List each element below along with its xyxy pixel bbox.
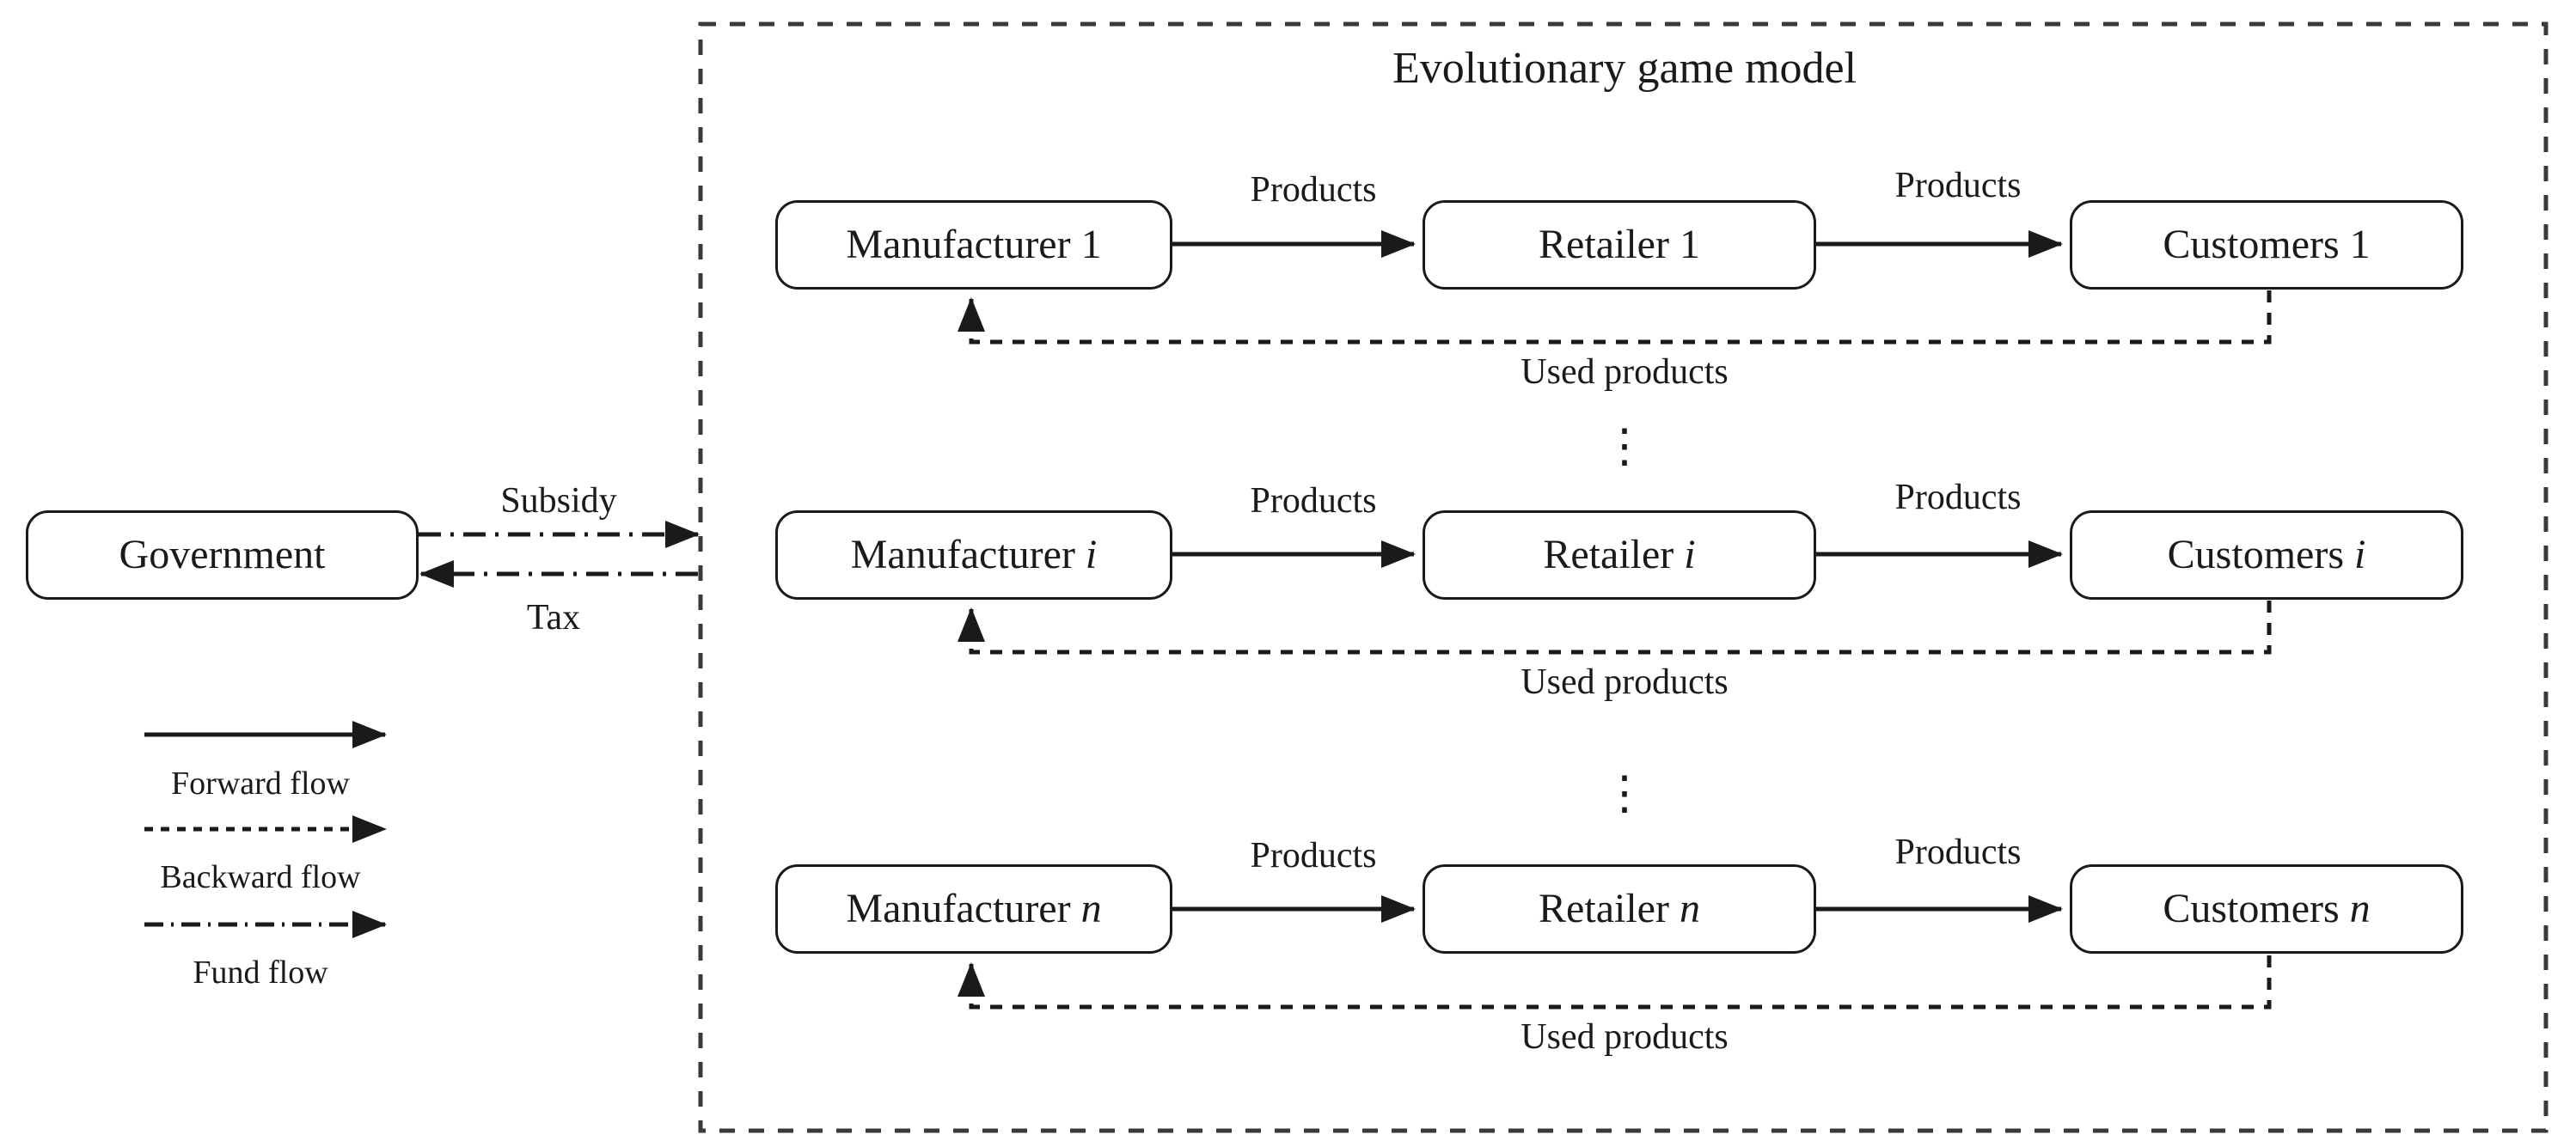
node-customers-i[interactable]: Customers i	[2070, 510, 2463, 600]
label-products-r1-c1: Products	[1894, 166, 2022, 205]
container-title: Evolutionary game model	[1392, 44, 1857, 93]
label-products-ri-ci: Products	[1894, 478, 2022, 517]
label-products-mi-ri: Products	[1250, 481, 1377, 521]
vertical-ellipsis-bottom: ⋮	[1601, 767, 1648, 819]
node-customers-n[interactable]: Customers n	[2070, 864, 2463, 954]
label-used-products-row-3: Used products	[1521, 1017, 1729, 1057]
node-retailer-1[interactable]: Retailer 1	[1423, 200, 1816, 290]
label-products-mn-rn: Products	[1250, 836, 1377, 876]
node-manufacturer-1-label: Manufacturer 1	[846, 222, 1102, 267]
node-retailer-n-index: n	[1679, 886, 1700, 931]
node-retailer-n[interactable]: Retailer n	[1423, 864, 1816, 954]
node-manufacturer-i-label: Manufacturer i	[850, 532, 1098, 577]
node-retailer-1-label: Retailer 1	[1539, 222, 1700, 267]
backward-arrow-c1-m1	[957, 290, 2272, 345]
legend-label-backward-flow: Backward flow	[160, 859, 361, 895]
label-tax: Tax	[526, 598, 581, 638]
node-customers-i-index: i	[2354, 532, 2366, 577]
backward-arrow-cn-mn	[957, 955, 2272, 1010]
node-customers-n-index: n	[2349, 886, 2371, 931]
node-manufacturer-i-index: i	[1085, 532, 1098, 577]
label-used-products-row-1: Used products	[1521, 352, 1729, 392]
vertical-ellipsis-top: ⋮	[1601, 420, 1648, 472]
node-retailer-i[interactable]: Retailer i	[1423, 510, 1816, 600]
label-used-products-row-2: Used products	[1521, 662, 1729, 702]
legend-label-fund-flow: Fund flow	[193, 955, 328, 991]
node-manufacturer-i[interactable]: Manufacturer i	[775, 510, 1172, 600]
node-customers-1-label: Customers 1	[2163, 222, 2371, 267]
node-customers-1[interactable]: Customers 1	[2070, 200, 2463, 290]
node-manufacturer-n-label: Manufacturer n	[846, 886, 1102, 931]
label-products-rn-cn: Products	[1894, 833, 2022, 872]
node-manufacturer-n[interactable]: Manufacturer n	[775, 864, 1172, 954]
backward-arrow-ci-mi	[957, 601, 2272, 655]
node-manufacturer-n-index: n	[1080, 886, 1102, 931]
label-subsidy: Subsidy	[500, 481, 617, 521]
label-products-m1-r1: Products	[1250, 170, 1377, 210]
node-government[interactable]: Government	[26, 510, 419, 600]
node-retailer-n-label: Retailer n	[1539, 886, 1700, 931]
node-manufacturer-1[interactable]: Manufacturer 1	[775, 200, 1172, 290]
node-retailer-i-label: Retailer i	[1543, 532, 1696, 577]
node-customers-n-label: Customers n	[2163, 886, 2371, 931]
evolutionary-game-container	[698, 21, 2548, 1133]
node-retailer-i-index: i	[1684, 532, 1696, 577]
legend-label-forward-flow: Forward flow	[171, 766, 350, 802]
node-customers-i-label: Customers i	[2167, 532, 2366, 577]
node-government-label: Government	[119, 532, 326, 577]
